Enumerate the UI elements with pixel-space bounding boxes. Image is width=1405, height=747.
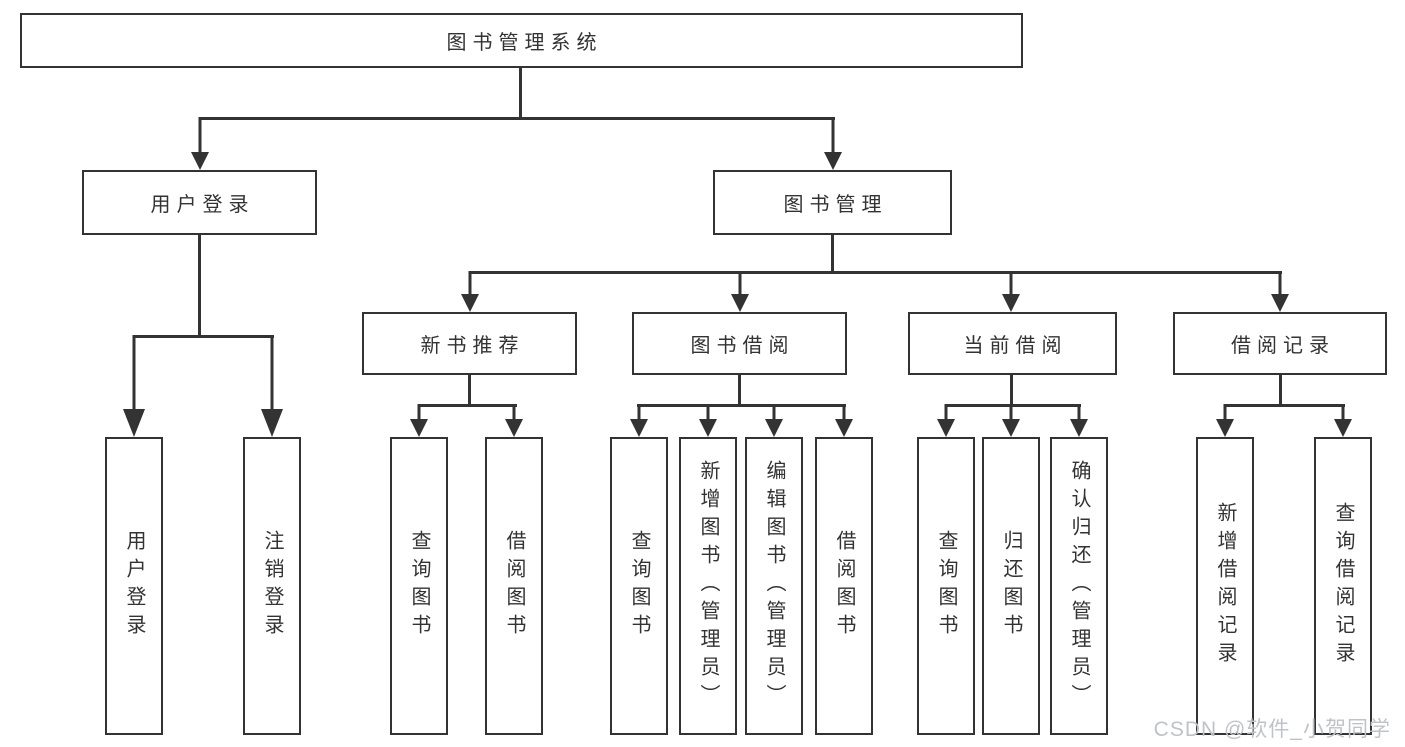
connector-arrow (937, 404, 955, 437)
node-borrow-books: 借阅图书 (815, 437, 873, 735)
node-logout: 注销登录 (243, 437, 301, 735)
node-confirm-return-admin-label: 确认归还（管理员） (1068, 460, 1090, 712)
node-edit-book-admin-label: 编辑图书（管理员） (763, 460, 785, 712)
node-user-login-action-label: 用户登录 (123, 530, 145, 642)
connector-arrow (410, 404, 428, 437)
connector-stem-book-management (831, 235, 834, 274)
node-confirm-return-admin: 确认归还（管理员） (1050, 437, 1108, 735)
node-borrow-books-label: 借阅图书 (833, 530, 855, 642)
node-root-label: 图书管理系统 (446, 32, 603, 54)
node-borrow-books-recommend: 借阅图书 (485, 437, 543, 735)
node-new-book-recommend-label: 新书推荐 (420, 335, 525, 357)
csdn-watermark: CSDN @软件_小贺同学 (1153, 718, 1391, 741)
node-return-books-label: 归还图书 (1000, 530, 1022, 642)
connector-arrow (731, 271, 749, 312)
node-logout-label: 注销登录 (261, 530, 283, 642)
connector-rail-level3 (468, 271, 1282, 274)
connector-stem-book-borrowing (738, 375, 741, 407)
connector-arrow (1002, 271, 1020, 312)
node-borrow-books-recommend-label: 借阅图书 (503, 530, 525, 642)
node-add-book-admin: 新增图书（管理员） (679, 437, 737, 735)
node-current-borrowing: 当前借阅 (908, 312, 1117, 375)
node-book-management-label: 图书管理 (783, 194, 888, 216)
connector-stem-user-login (198, 235, 201, 338)
connector-rail-book-borrowing (637, 404, 846, 407)
node-query-borrow-record: 查询借阅记录 (1314, 437, 1372, 735)
node-edit-book-admin: 编辑图书（管理员） (745, 437, 803, 735)
node-query-books-borrowing-label: 查询图书 (628, 530, 650, 642)
node-query-books-current-label: 查询图书 (935, 530, 957, 642)
node-query-books-recommend-label: 查询图书 (408, 530, 430, 642)
connector-arrow (461, 271, 479, 312)
connector-arrow (1271, 271, 1289, 312)
connector-arrow (824, 117, 842, 170)
connector-arrow (765, 404, 783, 437)
connector-rail-level2 (198, 117, 835, 120)
node-query-books-recommend: 查询图书 (390, 437, 448, 735)
node-root: 图书管理系统 (20, 13, 1023, 68)
connector-stem-current-borrowing (1009, 375, 1013, 407)
node-return-books: 归还图书 (982, 437, 1040, 735)
connector-stem-root (518, 68, 522, 120)
connector-arrow (505, 404, 523, 437)
node-book-borrowing: 图书借阅 (632, 312, 847, 375)
connector-stem-new-book (468, 375, 471, 407)
connector-stem-borrowing-records (1278, 375, 1282, 407)
node-borrowing-records-label: 借阅记录 (1231, 335, 1335, 357)
node-current-borrowing-label: 当前借阅 (963, 335, 1068, 357)
connector-rail-borrowing-records (1223, 404, 1345, 407)
connector-arrow (261, 335, 283, 437)
connector-arrow (1002, 404, 1020, 437)
connector-arrow (1334, 404, 1352, 437)
connector-arrow (630, 404, 648, 437)
node-user-login-action: 用户登录 (105, 437, 163, 735)
node-add-borrow-record-label: 新增借阅记录 (1214, 502, 1236, 670)
connector-rail-user-login (132, 335, 274, 338)
connector-arrow (123, 335, 145, 437)
connector-arrow (191, 117, 209, 170)
node-new-book-recommend: 新书推荐 (362, 312, 577, 375)
node-query-books-current: 查询图书 (917, 437, 975, 735)
node-user-login: 用户登录 (82, 170, 317, 235)
node-book-borrowing-label: 图书借阅 (690, 335, 795, 357)
node-user-login-label: 用户登录 (150, 194, 255, 216)
connector-arrow (1070, 404, 1088, 437)
connector-rail-new-book (417, 404, 517, 407)
node-query-borrow-record-label: 查询借阅记录 (1332, 502, 1354, 670)
connector-arrow (835, 404, 853, 437)
node-add-borrow-record: 新增借阅记录 (1196, 437, 1254, 735)
connector-arrow (699, 404, 717, 437)
node-query-books-borrowing: 查询图书 (610, 437, 668, 735)
connector-arrow (1216, 404, 1234, 437)
node-borrowing-records: 借阅记录 (1173, 312, 1387, 375)
node-book-management: 图书管理 (713, 170, 952, 235)
node-add-book-admin-label: 新增图书（管理员） (697, 460, 719, 712)
